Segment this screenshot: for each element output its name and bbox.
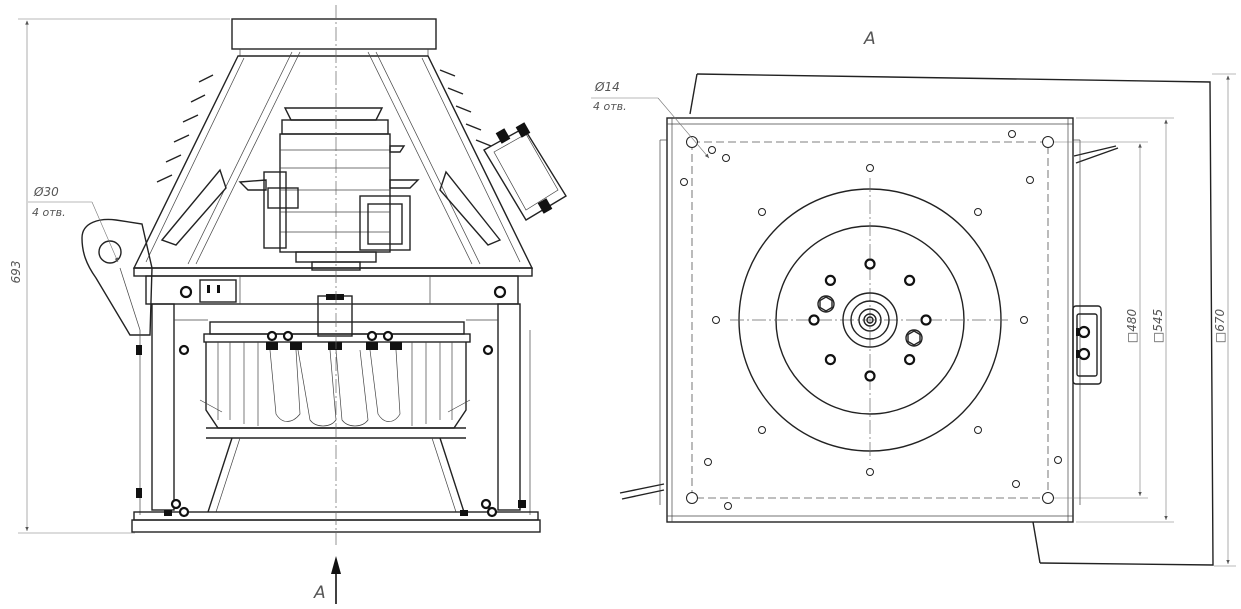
hub-assembly [203, 294, 471, 350]
lug-hole-diameter: Ø30 [33, 185, 59, 199]
support-frame [136, 303, 531, 515]
plan-terminal-box [1072, 305, 1102, 385]
mounting-hole [1008, 130, 1016, 138]
base-plate-outline [696, 73, 1214, 566]
mounting-hole [1012, 480, 1020, 488]
dim-545-label: □545 [1151, 309, 1165, 343]
plan-view: A [591, 29, 1236, 567]
perimeter-holes [680, 130, 1062, 510]
mounting-hole [866, 164, 874, 172]
mounting-hole [724, 502, 732, 510]
louvre-slats-left [156, 74, 214, 183]
corner-hole-diameter: Ø14 [594, 80, 620, 94]
lug-hole-count: 4 отв. [32, 206, 66, 219]
inlet-cone [207, 437, 465, 513]
motor [238, 107, 420, 271]
hub-nuts [817, 295, 923, 347]
height-dimension-label: 693 [9, 261, 23, 284]
mounting-hole [722, 154, 730, 162]
dim-480-label: □480 [1125, 309, 1139, 344]
conical-housing [132, 51, 534, 269]
mounting-hole [974, 426, 982, 434]
mounting-hole [708, 146, 716, 154]
hub-bolt [824, 274, 837, 286]
corner-hole-count: 4 отв. [593, 100, 627, 113]
mounting-hole [866, 468, 874, 476]
plan-dimensions: □480 □545 □670 [1054, 73, 1236, 567]
hub-plan [842, 292, 898, 348]
mounting-hole [1026, 176, 1034, 184]
mounting-hole [1054, 456, 1062, 464]
side-view: 693 [9, 5, 567, 604]
corner-hole-callout: Ø14 4 отв. [591, 80, 710, 159]
hub-bolt [808, 314, 820, 326]
hub-bolt [824, 354, 837, 366]
hub-bolt [903, 274, 916, 286]
hub-bolts [808, 258, 932, 382]
height-dimension: 693 [9, 18, 230, 534]
top-cap [231, 18, 437, 50]
mounting-hole [758, 208, 766, 216]
mounting-hole [704, 458, 712, 466]
louvre-slats-right [439, 69, 492, 147]
plan-view-title: A [863, 29, 876, 49]
mounting-hole [712, 316, 720, 324]
hub-bolt [903, 354, 916, 366]
bolt-pattern-square [691, 141, 1049, 499]
lug-hole-callout: Ø30 4 отв. [28, 185, 119, 263]
mounting-hole [974, 208, 982, 216]
impeller [199, 342, 471, 439]
mounting-hole [758, 426, 766, 434]
hub-bolt [864, 258, 876, 270]
view-arrow-a: A [313, 556, 341, 604]
dim-670-label: □670 [1213, 309, 1227, 344]
terminal-box [483, 122, 567, 221]
view-arrow-label: A [313, 583, 326, 603]
mounting-hole [1020, 316, 1028, 324]
hub-bolt [864, 370, 876, 382]
corner-holes [686, 136, 1054, 504]
hub-bolt [920, 314, 932, 326]
mounting-hole [680, 178, 688, 186]
mounting-lug [81, 218, 153, 336]
